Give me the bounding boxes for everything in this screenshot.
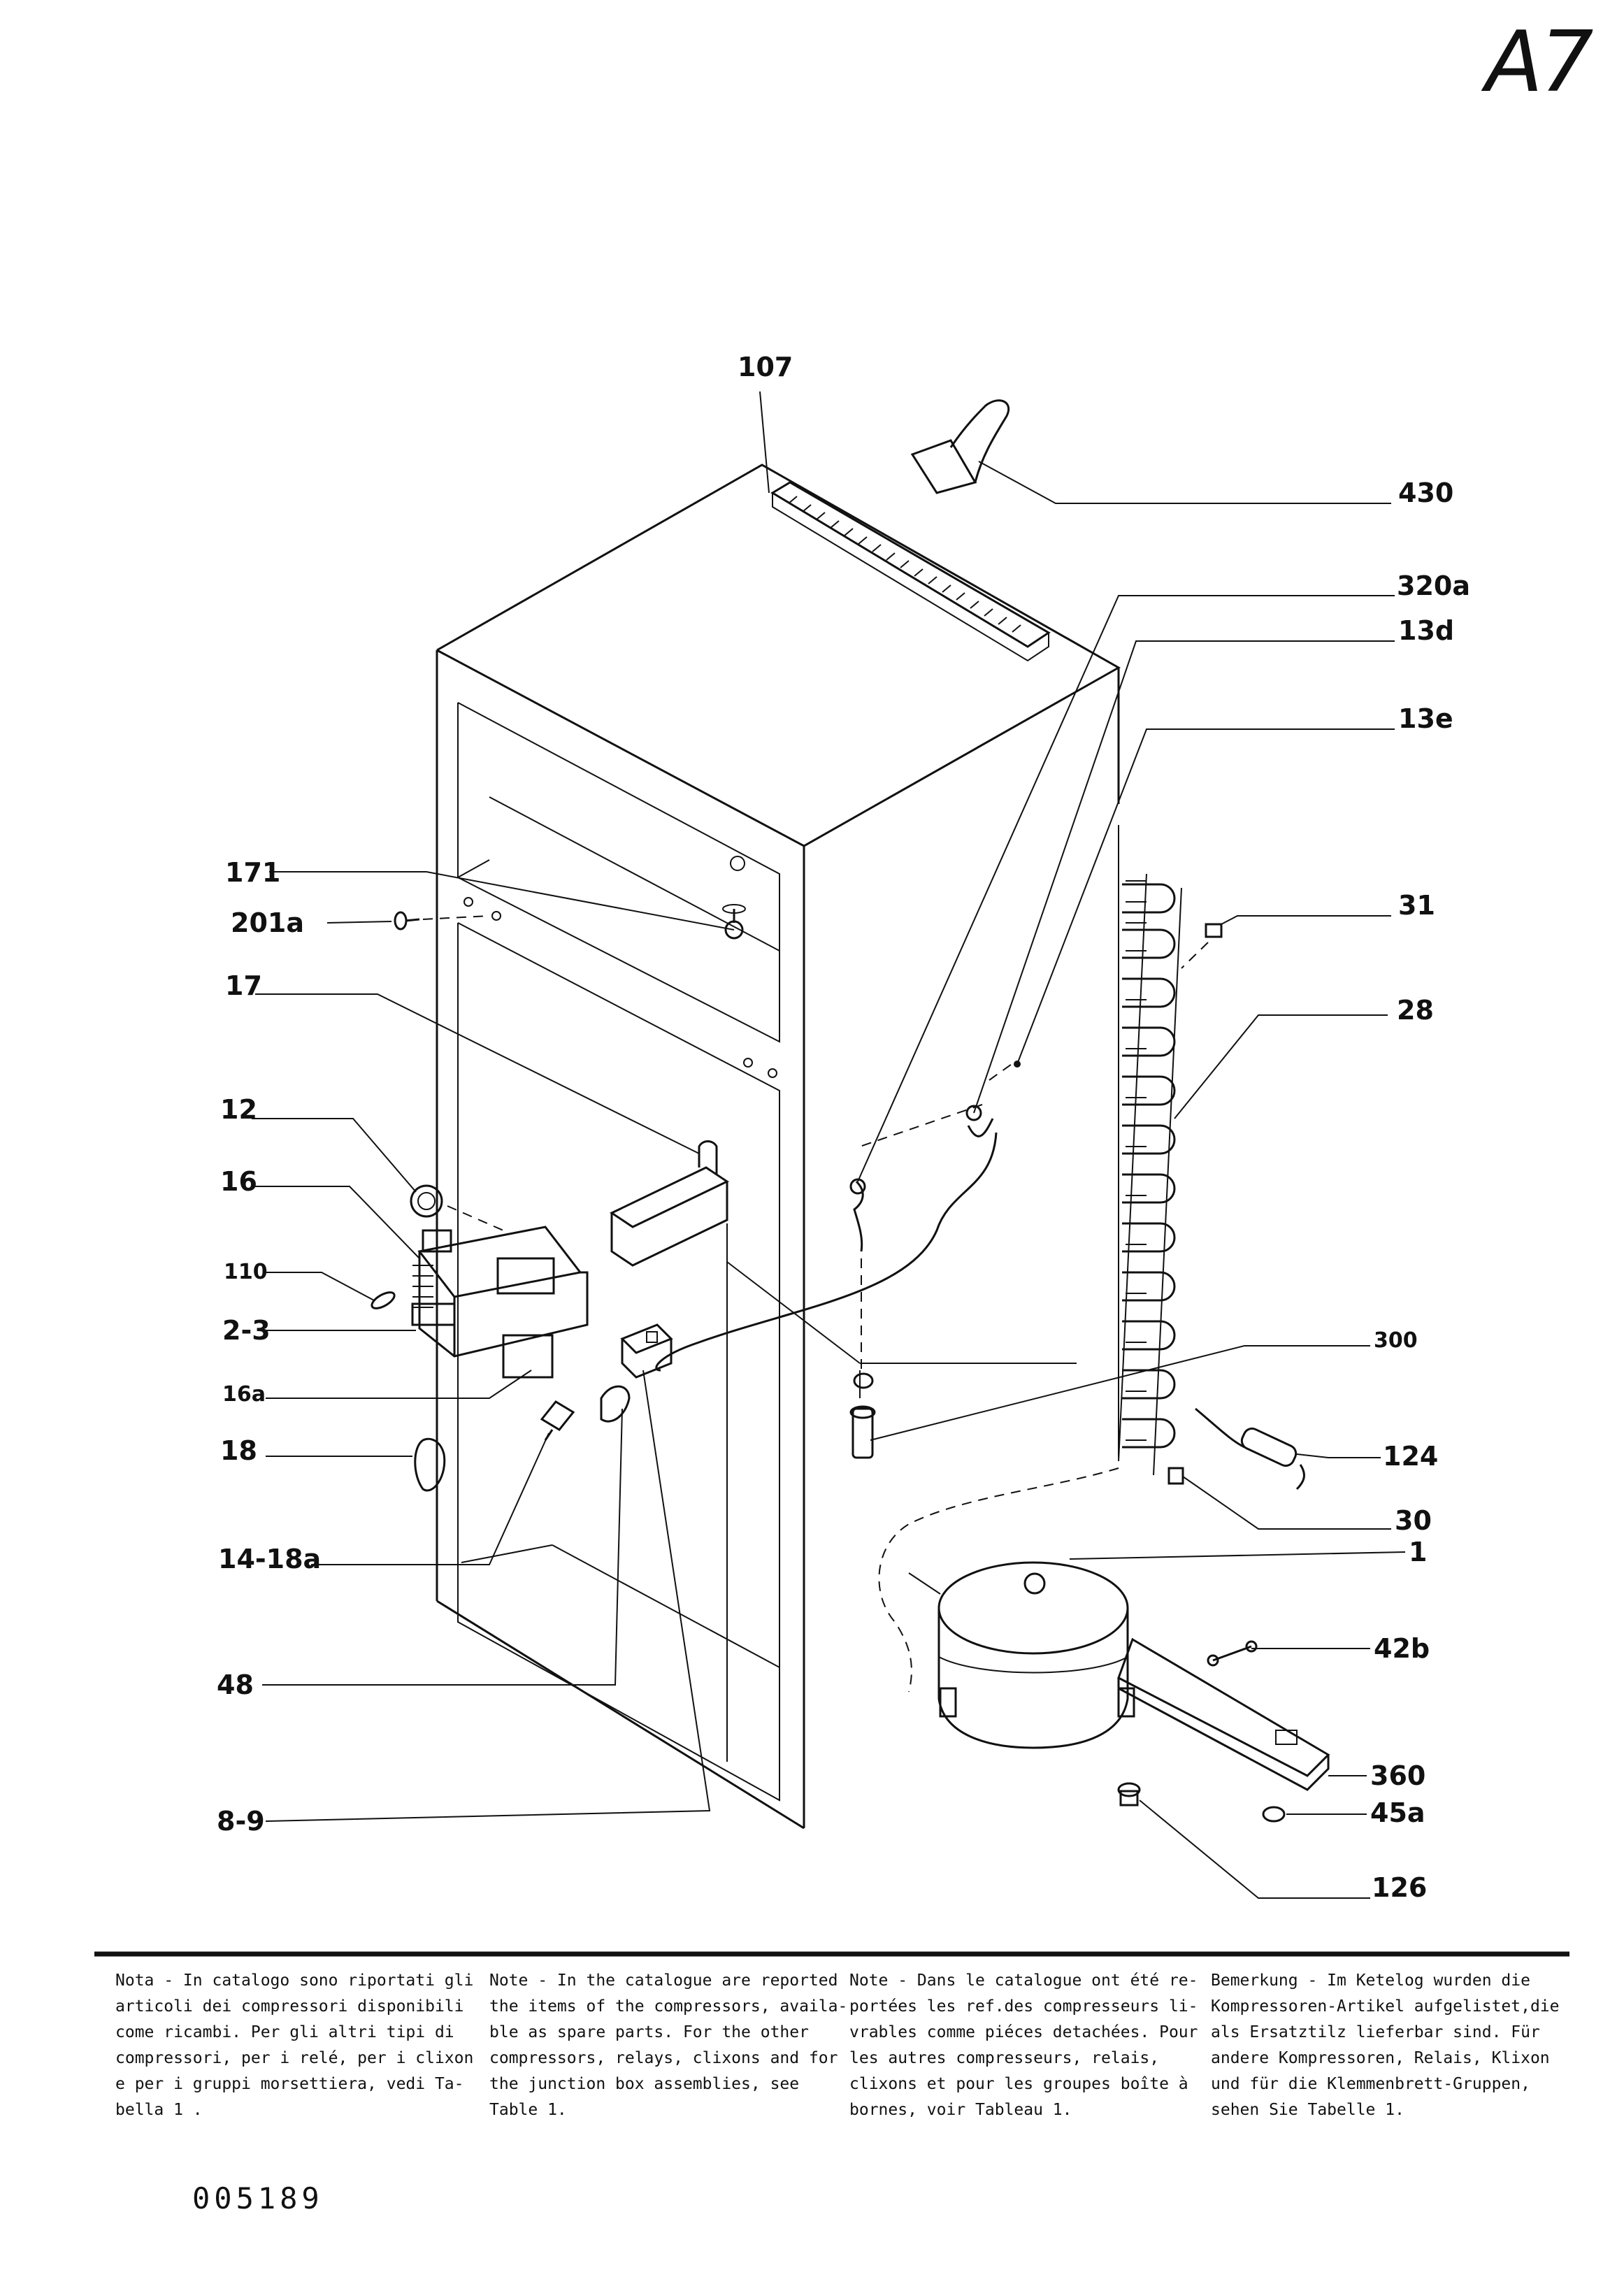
switch-18: [414, 1437, 446, 1573]
callout-45a: 45a: [1370, 1797, 1425, 1828]
note-line: und für die Klemmenbrett-Gruppen,: [1211, 2075, 1530, 2093]
lamp-cover-16a: [502, 1334, 554, 1379]
callout-430: 430: [1398, 477, 1454, 508]
callout-12: 12: [220, 1094, 257, 1125]
cabinet-outline: [436, 464, 1121, 1830]
screw-171: [722, 904, 746, 940]
note-line: come ricambi. Per gli altri tipi di: [115, 2023, 454, 2041]
thermostat-bracket-17: [609, 1140, 730, 1267]
callout-2-3: 2-3: [222, 1315, 271, 1346]
drain-assembly: [849, 1178, 876, 1459]
bolt-126: [1117, 1782, 1141, 1807]
callout-14-18a: 14-18a: [218, 1544, 322, 1574]
callout-48: 48: [217, 1669, 254, 1700]
bulb-48: [600, 1385, 631, 1423]
note-line: the junction box assemblies, see: [489, 2075, 800, 2093]
callout-320a: 320a: [1397, 570, 1470, 601]
callout-8-9: 8-9: [217, 1806, 265, 1837]
note-line: Note - In the catalogue are reported: [489, 1971, 838, 1990]
leader-lines: [252, 391, 1406, 1899]
callout-30: 30: [1395, 1505, 1432, 1536]
grommet-45a: [1262, 1806, 1286, 1823]
callout-110: 110: [224, 1260, 268, 1284]
suction-line: [655, 1061, 1021, 1372]
note-line: the items of the compressors, availa-: [489, 1997, 848, 2016]
ice-scraper-430: [910, 399, 1010, 494]
callout-17: 17: [225, 970, 262, 1001]
note-german: Bemerkung - Im Ketelog wurden die Kompre…: [1211, 1968, 1560, 2123]
callout-201a: 201a: [231, 907, 304, 938]
callout-28: 28: [1397, 995, 1434, 1026]
callout-13e: 13e: [1398, 703, 1453, 734]
note-line: andere Kompressoren, Relais, Klixon: [1211, 2049, 1550, 2067]
callout-300: 300: [1374, 1328, 1418, 1353]
note-line: compressori, per i relé, per i clixon: [115, 2049, 474, 2067]
note-line: als Ersatztilz lieferbar sind. Für: [1211, 2023, 1540, 2041]
callout-126: 126: [1372, 1872, 1428, 1903]
note-english: Note - In the catalogue are reported the…: [489, 1968, 848, 2123]
vent-grille-107: [770, 481, 1051, 662]
note-line: vrables comme piéces detachées. Pour: [849, 2023, 1198, 2041]
callout-31: 31: [1398, 890, 1435, 921]
thermostat-housing: [411, 1226, 589, 1358]
note-line: bella 1 .: [115, 2101, 203, 2119]
bolt-42b: [1207, 1640, 1258, 1667]
note-line: clixons et pour les groupes boîte à: [849, 2075, 1188, 2093]
callout-13d: 13d: [1398, 615, 1455, 646]
note-line: sehen Sie Tabelle 1.: [1211, 2101, 1404, 2119]
callout-42b: 42b: [1374, 1633, 1430, 1664]
callout-16: 16: [220, 1166, 257, 1197]
callout-124: 124: [1383, 1441, 1439, 1472]
note-line: les autres compresseurs, relais,: [849, 2049, 1160, 2067]
lamp-holder-14-18a: [540, 1400, 575, 1441]
callout-1: 1: [1409, 1537, 1428, 1567]
note-italian: Nota - In catalogo sono riportati gli ar…: [115, 1968, 474, 2123]
note-line: bornes, voir Tableau 1.: [849, 2101, 1072, 2119]
document-number: 005189: [192, 2181, 324, 2215]
callout-16a: 16a: [222, 1382, 266, 1407]
compressor-1: [878, 1467, 1135, 1749]
clip-30: [1167, 1467, 1184, 1485]
base-plate-360: [1117, 1637, 1330, 1791]
note-line: Nota - In catalogo sono riportati gli: [115, 1971, 474, 1990]
note-line: portées les ref.des compresseurs li-: [849, 1997, 1198, 2016]
note-line: Kompressoren-Artikel aufgelistet,die: [1211, 1997, 1560, 2016]
drier-124: [1195, 1407, 1305, 1491]
page-reference: A7: [1486, 14, 1593, 111]
callout-107: 107: [738, 352, 793, 382]
clip-31: [1181, 923, 1223, 969]
note-line: ble as spare parts. For the other: [489, 2023, 809, 2041]
note-line: Bemerkung - Im Ketelog wurden die: [1211, 1971, 1530, 1990]
condenser-coil-28: [1118, 825, 1182, 1476]
callout-171: 171: [225, 857, 281, 888]
note-line: e per i gruppi morsettiera, vedi Ta-: [115, 2075, 464, 2093]
relay-8-9: [620, 1323, 673, 1379]
note-french: Note - Dans le catalogue ont été re- por…: [849, 1968, 1199, 2123]
note-line: articoli dei compressori disponibili: [115, 1997, 464, 2016]
note-line: Note - Dans le catalogue ont été re-: [849, 1971, 1198, 1990]
callout-18: 18: [220, 1435, 257, 1466]
note-line: compressors, relays, clixons and for: [489, 2049, 838, 2067]
knob-12: [410, 1184, 504, 1231]
callout-360: 360: [1370, 1760, 1426, 1791]
note-line: Table 1.: [489, 2101, 567, 2119]
pin-110: [371, 1291, 396, 1309]
screw-201a: [394, 911, 490, 931]
